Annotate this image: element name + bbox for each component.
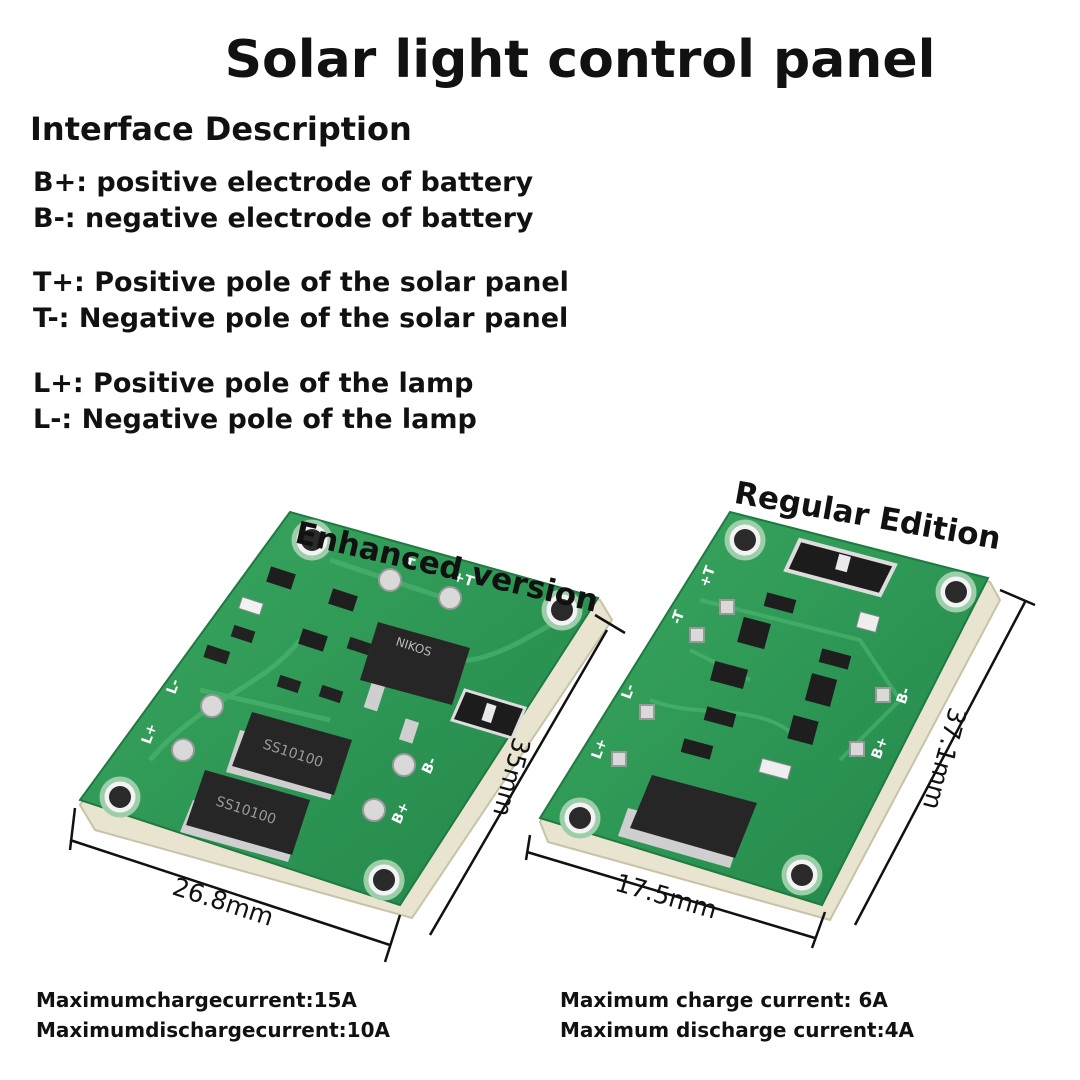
desc-t-minus: T-: Negative pole of the solar panel	[33, 303, 569, 334]
regular-mounting-holes	[559, 519, 977, 896]
regular-dimension-lines	[524, 588, 1036, 949]
regular-specs: Maximum charge current: 6A Maximum disch…	[560, 985, 914, 1045]
desc-b-plus: B+: positive electrode of battery	[33, 167, 534, 198]
enhanced-specs: Maximumchargecurrent:15A Maximumdischarg…	[36, 985, 390, 1045]
enhanced-dimension-lines	[68, 613, 626, 963]
regular-resistor-r4	[783, 537, 898, 598]
regular-label-t-plus: +T	[697, 563, 719, 589]
page-title: Solar light control panel	[224, 30, 936, 90]
regular-label-l-plus: L+	[589, 736, 611, 761]
enhanced-mounting-holes	[99, 519, 583, 901]
regular-spec-charge: Maximum charge current: 6A	[560, 988, 888, 1012]
regular-label-t-minus: -T	[669, 608, 689, 626]
description-battery: B+: positive electrode of battery B-: ne…	[33, 165, 534, 237]
enhanced-diode-top: SS10100	[226, 712, 352, 800]
enhanced-label-l-minus: L-	[164, 677, 184, 696]
enhanced-label-b-minus: B-	[419, 755, 441, 777]
desc-l-plus: L+: Positive pole of the lamp	[33, 368, 474, 399]
enhanced-mosfet: NIKOS	[360, 622, 470, 744]
regular-label-b-plus: B+	[869, 735, 892, 762]
regular-diode	[618, 775, 757, 868]
enhanced-pads	[171, 568, 462, 822]
section-subtitle: Interface Description	[30, 110, 412, 148]
enhanced-smd-parts	[203, 566, 372, 704]
desc-l-minus: L-: Negative pole of the lamp	[33, 404, 477, 435]
description-lamp: L+: Positive pole of the lamp L-: Negati…	[33, 366, 477, 438]
enhanced-diode-bottom: SS10100	[180, 770, 310, 862]
desc-t-plus: T+: Positive pole of the solar panel	[33, 267, 569, 298]
regular-label-l-minus: L-	[619, 682, 639, 701]
enhanced-spec-discharge: Maximumdischargecurrent:10A	[36, 1018, 390, 1042]
enhanced-label-l-plus: L+	[139, 721, 161, 746]
regular-spec-discharge: Maximum discharge current:4A	[560, 1018, 914, 1042]
enhanced-board: -T +T L- L+ B- B+ NIKOS	[68, 510, 626, 963]
description-solar: T+: Positive pole of the solar panel T-:…	[33, 265, 569, 337]
regular-label-b-minus: B-	[894, 685, 915, 706]
enhanced-label-t-plus: +T	[451, 569, 477, 591]
regular-board: +T -T L- L+ B- B+	[524, 510, 1036, 949]
regular-pads	[611, 599, 891, 767]
desc-b-minus: B-: negative electrode of battery	[33, 203, 534, 234]
enhanced-label-t-minus: -T	[399, 554, 417, 573]
regular-smd-parts	[680, 592, 881, 781]
enhanced-spec-charge: Maximumchargecurrent:15A	[36, 988, 357, 1012]
enhanced-resistor	[449, 688, 528, 740]
